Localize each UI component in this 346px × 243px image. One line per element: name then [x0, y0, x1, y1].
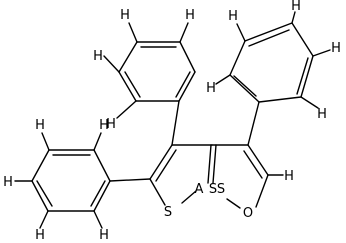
- bonds: [14, 11, 331, 229]
- oxygen-label: O: [243, 206, 253, 221]
- hydrogen-label: H: [120, 8, 130, 23]
- core-bonds: [109, 100, 284, 209]
- selenium-label-part-s: S: [209, 182, 217, 197]
- hydrogen-label: H: [228, 9, 238, 24]
- sulfur-left-label: S: [164, 205, 172, 220]
- hydrogen-label: H: [106, 117, 116, 132]
- hydrogen-label: H: [99, 118, 109, 133]
- hydrogen-label: H: [317, 107, 327, 122]
- phenyl-ring-upper-left: [103, 22, 196, 119]
- hydrogen-label: H: [206, 81, 216, 96]
- selenium-label-part-a: A: [195, 182, 204, 197]
- phenyl-ring-upper-right: [215, 11, 331, 109]
- phenyl-ring-lower-left: [14, 132, 111, 229]
- sulfur-center-label: S: [217, 182, 225, 197]
- hydrogen-label: H: [35, 118, 45, 133]
- hydrogen-label: H: [99, 228, 109, 243]
- hydrogen-label: H: [284, 169, 294, 184]
- hydrogen-label: H: [331, 41, 341, 56]
- hydrogen-label: H: [3, 175, 13, 190]
- hydrogen-label: H: [93, 49, 103, 64]
- hydrogen-label: H: [185, 8, 195, 23]
- atom-labels: S A S S O H H H H H H H H H H H H H H H: [3, 0, 341, 243]
- hydrogen-label: H: [35, 228, 45, 243]
- hydrogen-label: H: [291, 0, 301, 14]
